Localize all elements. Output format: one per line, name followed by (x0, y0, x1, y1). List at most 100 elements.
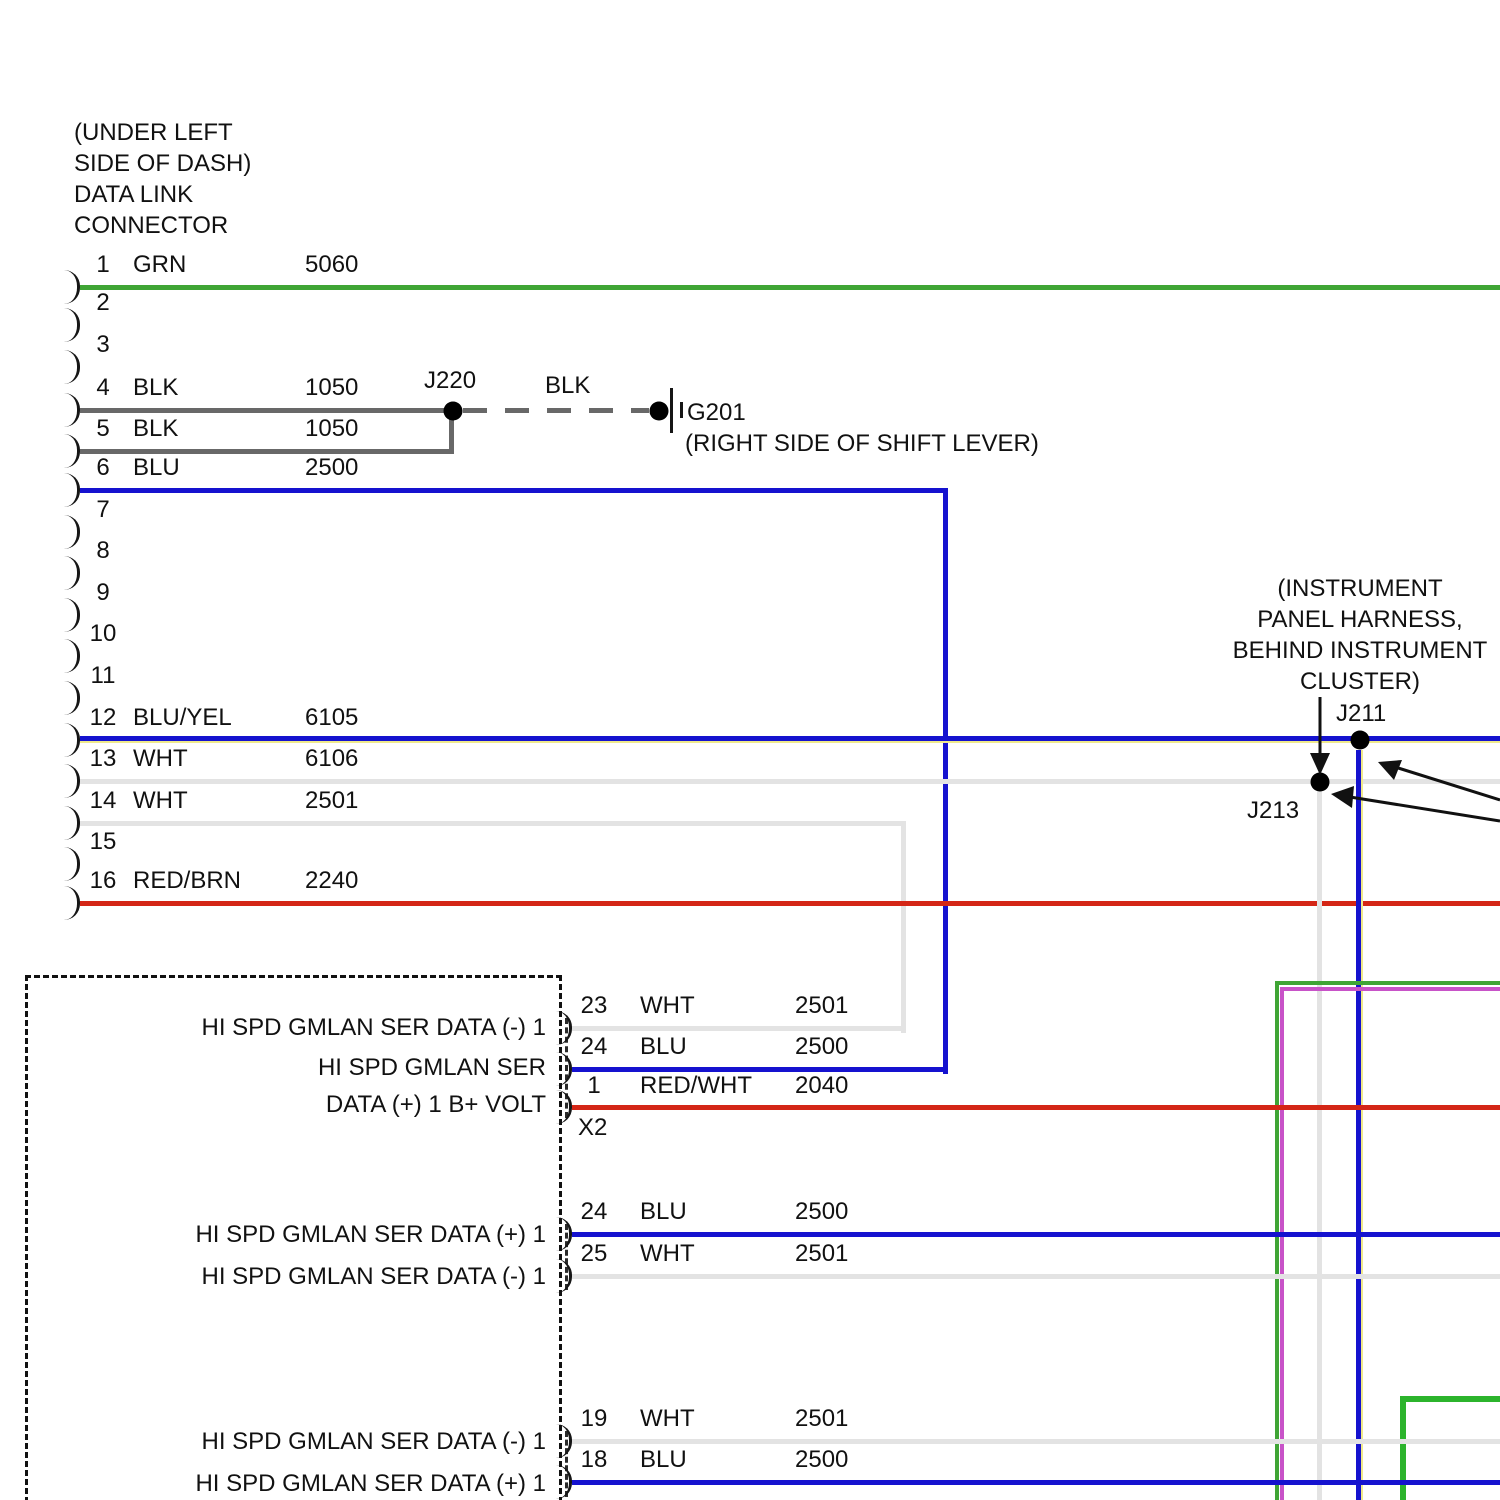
g201-label: G201 (687, 399, 746, 426)
wire-wht-j213-drop (1317, 791, 1322, 1500)
signal-label: HI SPD GMLAN SER (317, 1054, 546, 1081)
wire-blk-1050-pin5 (80, 449, 454, 454)
connector-pin-bracket (556, 1424, 572, 1458)
arrowhead-to-j211 (1378, 760, 1402, 780)
connector-pin-bracket (64, 598, 80, 632)
pin-number: 3 (96, 331, 110, 358)
circuit-number-label: 1050 (305, 415, 359, 442)
connector-pin-bracket (64, 556, 80, 590)
pin-number: 24 (580, 1033, 608, 1060)
pin-number: 4 (96, 374, 110, 401)
dlc-pin-row-12: 12 BLU/YEL 6105 (0, 704, 520, 764)
circuit-number-label: 2501 (305, 787, 359, 814)
pin-number: 1 (96, 251, 110, 278)
dlc-pin-row-13: 13 WHT 6106 (0, 745, 520, 805)
circuit-number-label: 2501 (795, 1240, 849, 1267)
wire-blu-2500-row24b (572, 1232, 1500, 1237)
wire-color-label: RED/WHT (640, 1072, 752, 1099)
wire-blu-2500-row24 (572, 1067, 948, 1072)
signal-label: HI SPD GMLAN SER DATA (-) 1 (201, 1263, 547, 1290)
pin-number: 23 (580, 992, 608, 1019)
dlc-pin-row-5: 5 BLK 1050 (0, 415, 520, 475)
wire-color-label: WHT (640, 992, 695, 1019)
pin-number: 18 (580, 1446, 608, 1473)
connector-pin-bracket (556, 1465, 572, 1499)
wire-wht-2501-row25 (572, 1274, 1500, 1279)
wire-color-label: BLU (640, 1446, 687, 1473)
pin-number: 16 (89, 867, 117, 894)
pin-number: 9 (96, 579, 110, 606)
signal-label: HI SPD GMLAN SER DATA (+) 1 (195, 1470, 546, 1497)
g201-location-label: (RIGHT SIDE OF SHIFT LEVER) (685, 430, 1039, 457)
wire-wht-2501-drop (901, 821, 906, 1033)
j211-label: J211 (1336, 700, 1387, 727)
pin-number: 10 (89, 620, 117, 647)
connector-outline-2 (565, 1224, 568, 1290)
signal-label: DATA (+) 1 B+ VOLT (325, 1091, 546, 1118)
connector-pin-bracket (556, 1052, 572, 1086)
wire-color-label: BLK (133, 374, 179, 401)
ground-symbol-bar (670, 388, 673, 433)
connector-pin-bracket (64, 473, 80, 507)
wire-color-label: BLU/YEL (133, 704, 232, 731)
dlc-pin-row-16: 16 RED/BRN 2240 (0, 867, 520, 927)
circuit-number-label: 2501 (795, 992, 849, 1019)
wire-grn-branch-v (1275, 981, 1279, 1500)
circuit-number-label: 2240 (305, 867, 359, 894)
connector-pin-bracket (64, 393, 80, 427)
circuit-number-label: 6106 (305, 745, 359, 772)
dlc-pin-row-6: 6 BLU 2500 (0, 454, 520, 514)
pin-number: 5 (96, 415, 110, 442)
connector-pin-bracket (64, 308, 80, 342)
signal-label: HI SPD GMLAN SER DATA (-) 1 (201, 1014, 547, 1041)
wire-blu-2500-row18 (572, 1480, 1500, 1485)
wire-mag-branch-v (1280, 987, 1284, 1500)
connector-pin-bracket (556, 1011, 572, 1045)
pin-number: 25 (580, 1240, 608, 1267)
wire-wht-6106 (80, 779, 1500, 784)
connector-pin-bracket (64, 515, 80, 549)
signal-label: HI SPD GMLAN SER DATA (-) 1 (201, 1428, 547, 1455)
connector-pin-bracket (64, 350, 80, 384)
wire-mag-branch-h (1280, 987, 1500, 991)
pin-number: 7 (96, 496, 110, 523)
pin-number: 14 (89, 787, 117, 814)
dlc-pin-row-8: 8 (0, 537, 520, 597)
wire-wht-2501-pin14 (80, 821, 906, 826)
junction-dot-j213 (1310, 772, 1330, 792)
pin-number: 24 (580, 1198, 608, 1225)
dlc-pin-row-2: 2 (0, 289, 520, 349)
connector-pin-bracket (64, 764, 80, 798)
wire-blu-2500-pin6 (80, 488, 948, 493)
arrowhead-to-j213 (1331, 786, 1354, 808)
dlc-pin-row-1: 1 GRN 5060 (0, 251, 520, 311)
signal-label: HI SPD GMLAN SER DATA (+) 1 (195, 1221, 546, 1248)
dlc-pin-row-10: 10 (0, 620, 520, 680)
pin-number: 8 (96, 537, 110, 564)
wire-blk-splice-to-ground (463, 408, 649, 413)
pin-number: 1 (587, 1072, 601, 1099)
connector-pin-bracket (64, 847, 80, 881)
dlc-location-label: (UNDER LEFT SIDE OF DASH) DATA LINK CONN… (74, 119, 252, 239)
circuit-number-label: 5060 (305, 251, 359, 278)
harness-location-label: (INSTRUMENT PANEL HARNESS, BEHIND INSTRU… (1232, 575, 1488, 695)
circuit-number-label: 1050 (305, 374, 359, 401)
wire-color-label: BLU (640, 1033, 687, 1060)
connector-pin-bracket (556, 1217, 572, 1251)
wire-color-label: WHT (640, 1240, 695, 1267)
wire-wht-2501-row23 (572, 1026, 906, 1031)
wire-color-label: RED/BRN (133, 867, 242, 894)
connector-pin-bracket (556, 1090, 572, 1124)
dlc-pin-row-7: 7 (0, 496, 520, 556)
circuit-number-label: 2500 (305, 454, 359, 481)
dlc-pin-row-9: 9 (0, 579, 520, 639)
wire-bluyel-j211-drop (1356, 750, 1363, 1500)
wire-redbrn-2240 (80, 901, 1500, 906)
ground-symbol-tick (680, 402, 683, 418)
wire-grn-branch-h (1275, 981, 1500, 985)
dlc-pin-row-15: 15 (0, 828, 520, 888)
pin-number: 15 (89, 828, 117, 855)
dlc-pin-row-3: 3 (0, 331, 520, 391)
circuit-number-label: 2040 (795, 1072, 849, 1099)
